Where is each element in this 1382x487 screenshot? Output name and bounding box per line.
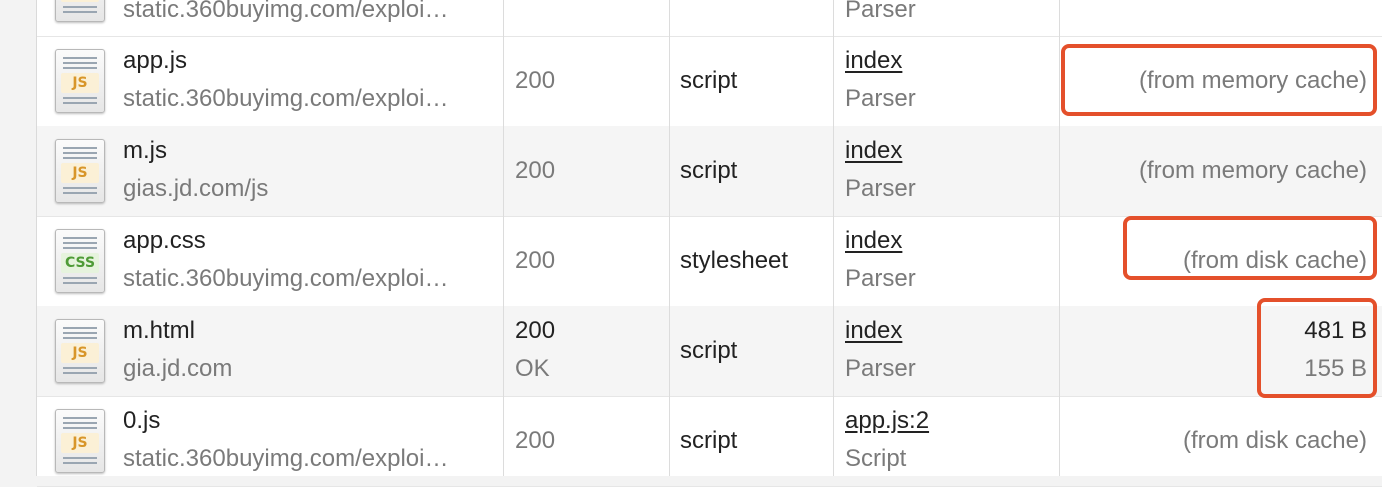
- table-row[interactable]: JS static.360buyimg.com/exploi… Parser: [37, 0, 1382, 37]
- initiator-type: Parser: [845, 355, 916, 382]
- initiator-link[interactable]: index: [845, 317, 903, 344]
- transferred-size: 481 B: [1304, 317, 1367, 344]
- request-domain: static.360buyimg.com/exploi…: [123, 0, 449, 23]
- network-request-table: JS static.360buyimg.com/exploi… Parser J…: [36, 0, 1382, 487]
- request-domain: gia.jd.com: [123, 355, 233, 382]
- initiator-type: Parser: [845, 0, 916, 23]
- request-domain: static.360buyimg.com/exploi…: [123, 265, 449, 292]
- resource-type: stylesheet: [680, 247, 789, 274]
- table-row[interactable]: JS m.js gias.jd.com/js 200 script index …: [37, 126, 1382, 217]
- request-name[interactable]: app.js: [123, 47, 188, 74]
- initiator-type: Parser: [845, 175, 916, 202]
- request-name[interactable]: m.html: [123, 317, 195, 344]
- annotation-highlight: [1123, 216, 1377, 280]
- status-code: 200: [515, 67, 556, 94]
- request-name[interactable]: m.js: [123, 137, 167, 164]
- table-row[interactable]: JS m.html gia.jd.com 200 OK script index…: [37, 306, 1382, 397]
- column-divider[interactable]: [833, 0, 834, 476]
- initiator-type: Script: [845, 445, 907, 472]
- size-value: (from memory cache): [1138, 157, 1367, 184]
- size-value: (from memory cache): [1138, 67, 1367, 94]
- table-row[interactable]: JS 0.js static.360buyimg.com/exploi… 200…: [37, 396, 1382, 487]
- column-divider[interactable]: [503, 0, 504, 476]
- table-row[interactable]: CSS app.css static.360buyimg.com/exploi……: [37, 216, 1382, 307]
- request-domain: static.360buyimg.com/exploi…: [123, 445, 449, 472]
- annotation-highlight: [1061, 44, 1377, 116]
- initiator-type: Parser: [845, 265, 916, 292]
- js-file-icon: JS: [55, 0, 105, 22]
- initiator-link[interactable]: index: [845, 47, 903, 74]
- resource-type: script: [680, 337, 738, 364]
- table-row[interactable]: JS app.js static.360buyimg.com/exploi… 2…: [37, 36, 1382, 127]
- resource-type: script: [680, 157, 738, 184]
- js-file-icon: JS: [55, 409, 105, 473]
- js-file-icon: JS: [55, 49, 105, 113]
- column-divider[interactable]: [1059, 0, 1060, 476]
- status-code: 200: [515, 247, 556, 274]
- size-value: (from disk cache): [1182, 427, 1367, 454]
- resource-type: script: [680, 427, 738, 454]
- status-text: OK: [515, 355, 550, 382]
- request-domain: gias.jd.com/js: [123, 175, 269, 202]
- size-value: (from disk cache): [1182, 247, 1367, 274]
- status-code: 200: [515, 317, 556, 344]
- annotation-highlight: [1257, 298, 1377, 398]
- column-divider[interactable]: [669, 0, 670, 476]
- resource-size: 155 B: [1304, 355, 1367, 382]
- status-code: 200: [515, 427, 556, 454]
- request-name[interactable]: 0.js: [123, 407, 161, 434]
- resource-type: script: [680, 67, 738, 94]
- css-file-icon: CSS: [55, 229, 105, 293]
- initiator-type: Parser: [845, 85, 916, 112]
- status-code: 200: [515, 157, 556, 184]
- request-name[interactable]: app.css: [123, 227, 206, 254]
- request-domain: static.360buyimg.com/exploi…: [123, 85, 449, 112]
- initiator-link[interactable]: index: [845, 137, 903, 164]
- initiator-link[interactable]: index: [845, 227, 903, 254]
- js-file-icon: JS: [55, 319, 105, 383]
- js-file-icon: JS: [55, 139, 105, 203]
- initiator-link[interactable]: app.js:2: [845, 407, 930, 434]
